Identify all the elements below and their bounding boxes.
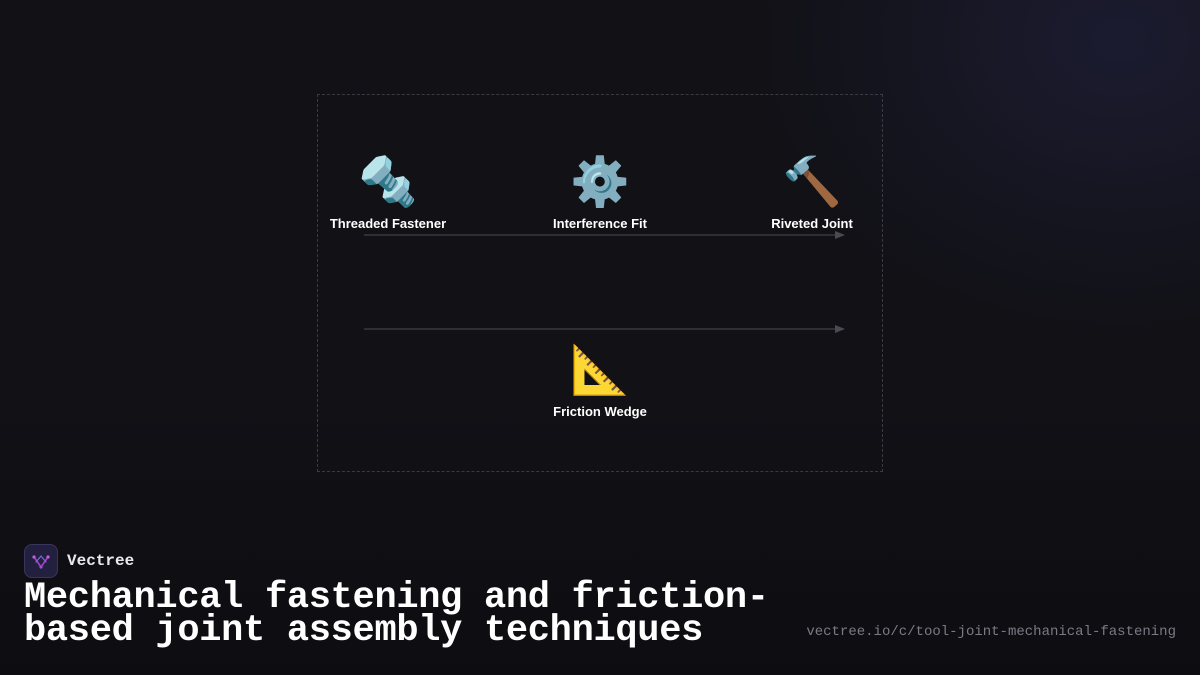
- node-label: Friction Wedge: [553, 404, 647, 419]
- hammer-icon: 🔨: [782, 154, 842, 210]
- node-label: Threaded Fastener: [329, 216, 447, 231]
- nut-and-bolt-icon: 🔩: [358, 154, 418, 210]
- page-url: vectree.io/c/tool-joint-mechanical-faste…: [806, 624, 1176, 640]
- gear-icon: ⚙️: [570, 154, 630, 210]
- node-riveted-joint: 🔨 Riveted Joint: [732, 154, 892, 231]
- node-label: Riveted Joint: [771, 216, 853, 231]
- node-label: Interference Fit: [553, 216, 647, 231]
- node-friction-wedge: 📐 Friction Wedge: [520, 342, 680, 419]
- brand-name: Vectree: [67, 552, 135, 570]
- vectree-logo-icon: [24, 544, 58, 578]
- node-interference-fit: ⚙️ Interference Fit: [520, 154, 680, 231]
- triangular-ruler-icon: 📐: [570, 342, 630, 398]
- page-title: Mechanical fastening and friction-based …: [24, 577, 769, 652]
- diagram-frame: [317, 94, 883, 472]
- node-threaded-fastener: 🔩 Threaded Fastener: [308, 154, 468, 231]
- brand: Vectree: [24, 544, 134, 578]
